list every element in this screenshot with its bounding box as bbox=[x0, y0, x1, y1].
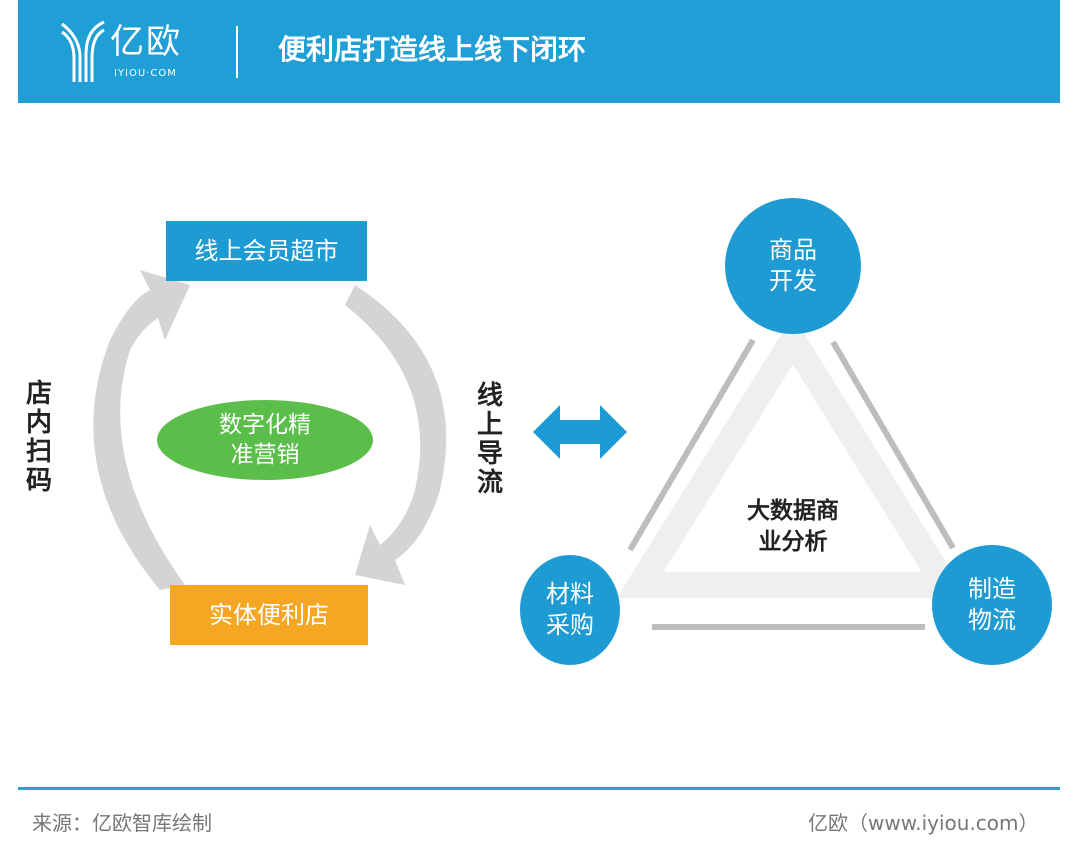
product-development-node: 商品开发 bbox=[725, 198, 861, 334]
cycle-arrow-left bbox=[93, 270, 190, 590]
header-divider bbox=[236, 26, 238, 78]
big-data-analysis-label: 大数据商业分析 bbox=[747, 498, 839, 555]
page-title: 便利店打造线上线下闭环 bbox=[278, 33, 587, 66]
cycle-arrow-right bbox=[345, 285, 447, 585]
footer-divider bbox=[18, 787, 1060, 790]
online-traffic-label: 线上导流 bbox=[476, 381, 503, 498]
logo-icon bbox=[61, 20, 105, 82]
digital-marketing-label: 数字化精准营销 bbox=[218, 412, 311, 468]
material-procurement-label: 材料采购 bbox=[546, 580, 594, 639]
big-data-analysis-box: 大数据商业分析 bbox=[733, 496, 853, 558]
manufacturing-logistics-label: 制造物流 bbox=[968, 575, 1016, 634]
site-text: 亿欧（www.iyiou.com） bbox=[808, 811, 1039, 835]
digital-marketing-ellipse: 数字化精准营销 bbox=[157, 400, 373, 480]
in-store-scan-label: 店内扫码 bbox=[25, 379, 52, 496]
header-bar bbox=[18, 0, 1060, 103]
material-procurement-node: 材料采购 bbox=[520, 555, 620, 665]
physical-store-box: 实体便利店 bbox=[170, 585, 368, 645]
double-arrow-icon bbox=[533, 405, 627, 459]
manufacturing-logistics-node: 制造物流 bbox=[932, 545, 1052, 665]
logo-subtext: IYIOU·COM bbox=[114, 68, 177, 79]
source-text: 来源：亿欧智库绘制 bbox=[32, 811, 212, 835]
product-development-label: 商品开发 bbox=[769, 236, 817, 295]
online-member-supermarket-box: 线上会员超市 bbox=[166, 221, 367, 281]
logo-text: 亿欧 bbox=[110, 22, 182, 62]
triangle-frame bbox=[616, 315, 969, 630]
